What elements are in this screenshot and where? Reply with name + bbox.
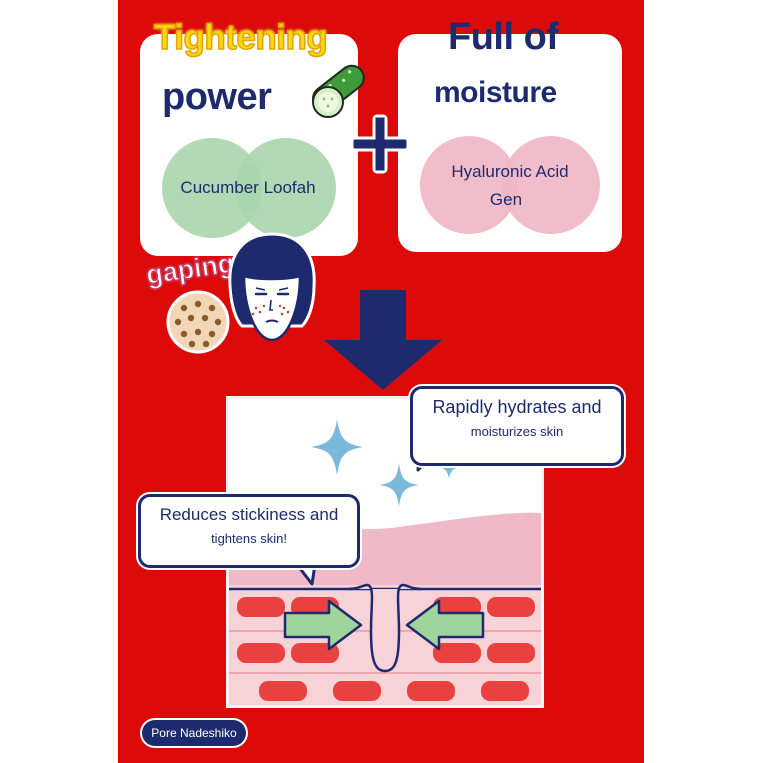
tighten-callout-main: Reduces stickiness and bbox=[159, 505, 339, 524]
down-arrow-icon bbox=[324, 290, 442, 390]
gen-label: Gen bbox=[489, 190, 523, 209]
hydrate-callout-sub: moisturizes skin bbox=[470, 424, 564, 439]
pink-circle-left bbox=[420, 136, 518, 234]
plus-icon bbox=[350, 114, 410, 174]
brand-badge: Pore Nadeshiko bbox=[142, 720, 246, 746]
green-circle-right bbox=[236, 138, 336, 238]
face-icon bbox=[228, 232, 316, 342]
hydrate-callout: Rapidly hydrates and moisturizes skin bbox=[410, 386, 624, 466]
full-of-title: Full of bbox=[448, 16, 559, 58]
moisture-card bbox=[398, 34, 622, 252]
inward-arrow-icon bbox=[283, 599, 485, 651]
cucumber-loofah-label: Cucumber Loofah bbox=[180, 178, 316, 197]
power-title: power bbox=[162, 76, 272, 118]
moisture-title: moisture bbox=[434, 76, 557, 109]
cucumber-icon bbox=[311, 64, 365, 118]
tightening-title: Tightening bbox=[153, 17, 328, 58]
tighten-callout-sub: tightens skin! bbox=[211, 531, 287, 546]
tighten-callout: Reduces stickiness and tightens skin! bbox=[138, 494, 360, 568]
hyaluronic-acid-label: Hyaluronic Acid bbox=[451, 162, 569, 181]
hydrate-callout-main: Rapidly hydrates and bbox=[432, 397, 602, 417]
pore-icon bbox=[166, 290, 230, 354]
product-poster: Cucumber Loofah Hyaluronic Acid Gen Tigh… bbox=[118, 0, 644, 763]
pink-circle-right bbox=[502, 136, 600, 234]
